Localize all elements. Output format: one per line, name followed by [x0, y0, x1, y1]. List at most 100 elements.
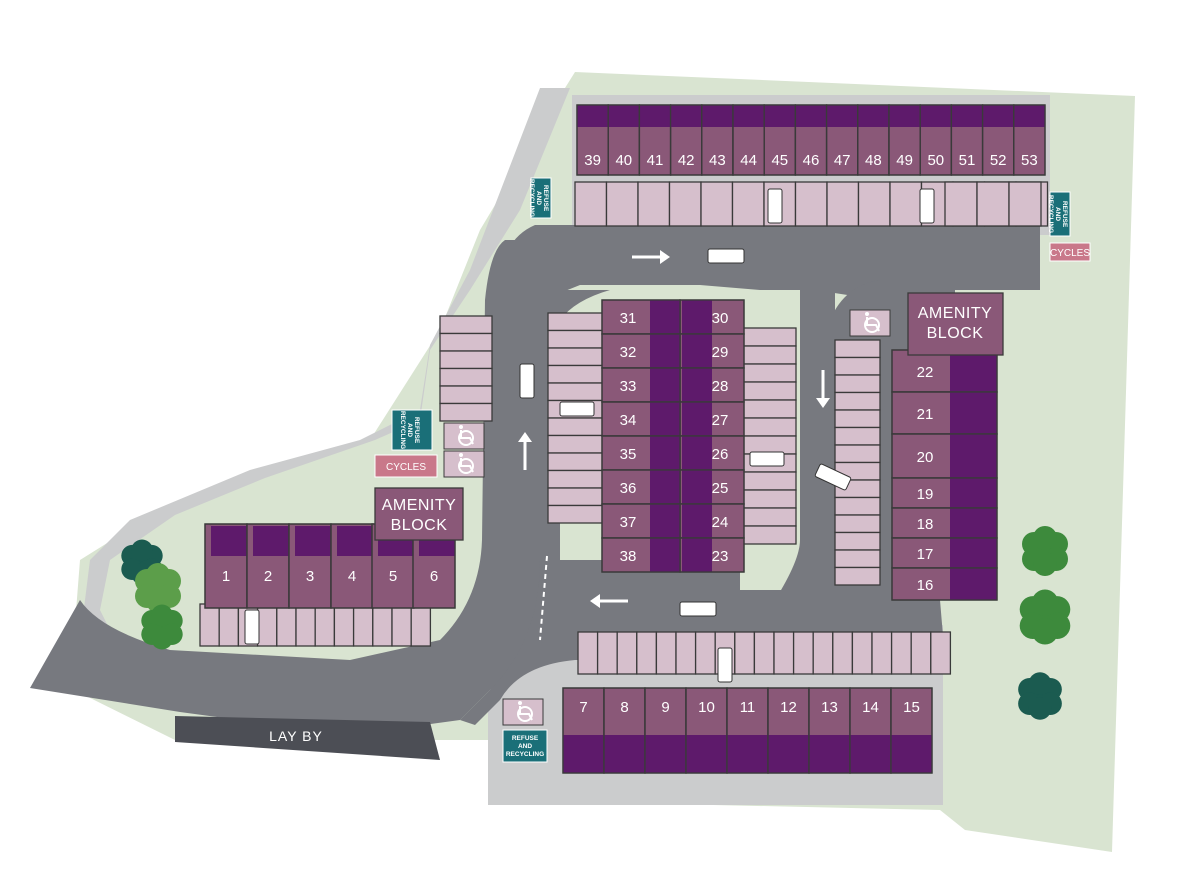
parking-bay [675, 631, 697, 675]
plot-label: 24 [712, 514, 729, 531]
plot-label: 48 [865, 152, 882, 169]
plot-51[interactable]: 51 [950, 104, 984, 176]
plot-2[interactable]: 2 [246, 523, 290, 609]
plot-label: 6 [430, 568, 438, 585]
plot-24[interactable]: 24 [679, 503, 745, 539]
plot-52[interactable]: 52 [981, 104, 1015, 176]
plot-label: 3 [306, 568, 314, 585]
plot-47[interactable]: 47 [825, 104, 859, 176]
plot-10[interactable]: 10 [685, 687, 728, 774]
plot-38[interactable]: 38 [601, 537, 681, 573]
plot-40[interactable]: 40 [607, 104, 641, 176]
plot-42[interactable]: 42 [669, 104, 703, 176]
pavement [80, 88, 570, 640]
plot-label: 15 [903, 699, 920, 716]
plot-28[interactable]: 28 [679, 367, 745, 403]
plot-21[interactable]: 21 [891, 391, 998, 435]
plot-label: 27 [712, 412, 729, 429]
accessible-bays [443, 309, 891, 726]
parked-car-icon [814, 463, 852, 491]
parked-car-icon [559, 401, 595, 417]
parking-bay [773, 631, 795, 675]
cycle-store: CYCLES [1049, 242, 1091, 262]
plot-1[interactable]: 1 [204, 523, 248, 609]
direction-arrow-icon [632, 250, 670, 264]
plot-25[interactable]: 25 [679, 469, 745, 505]
plot-39[interactable]: 39 [576, 104, 609, 176]
parking-bay [739, 327, 797, 347]
refuse-sign-text: REFUSE [512, 735, 539, 742]
plot-20[interactable]: 20 [891, 433, 998, 479]
plot-48[interactable]: 48 [857, 104, 890, 176]
parking-bay [832, 631, 854, 675]
parked-car-icon [679, 601, 717, 617]
parking-bay [547, 452, 605, 472]
plot-37[interactable]: 37 [601, 503, 681, 539]
plot-label: 12 [780, 699, 797, 716]
plot-27[interactable]: 27 [679, 401, 745, 437]
plot-label: 32 [620, 344, 637, 361]
road-west-loop [30, 240, 545, 735]
parking-bay [668, 181, 702, 227]
plot-label: 53 [1021, 152, 1038, 169]
plot-50[interactable]: 50 [919, 104, 953, 176]
plot-34[interactable]: 34 [601, 401, 681, 437]
parking-bay [596, 631, 618, 675]
plot-14[interactable]: 14 [849, 687, 892, 774]
plot-7[interactable]: 7 [562, 687, 605, 774]
parking-bay [574, 181, 608, 227]
plot-46[interactable]: 46 [794, 104, 828, 176]
parking-bay [871, 631, 893, 675]
parking-bay [547, 329, 605, 349]
plot-36[interactable]: 36 [601, 469, 681, 505]
plot-31[interactable]: 31 [601, 299, 681, 335]
plot-4[interactable]: 4 [330, 523, 374, 609]
parked-car-icon [919, 188, 935, 224]
plot-3[interactable]: 3 [288, 523, 332, 609]
plot-53[interactable]: 53 [1013, 104, 1046, 176]
plot-label: 17 [917, 546, 934, 563]
parking-bay [577, 631, 599, 675]
cycle-store-label: CYCLES [1050, 248, 1090, 259]
plot-44[interactable]: 44 [732, 104, 765, 176]
plot-19[interactable]: 19 [891, 477, 998, 509]
plot-9[interactable]: 9 [644, 687, 687, 774]
parking-bay [547, 417, 605, 437]
plot-26[interactable]: 26 [679, 435, 745, 471]
plot-15[interactable]: 15 [890, 687, 933, 774]
parking-bay [834, 566, 881, 586]
plot-11[interactable]: 11 [726, 687, 769, 774]
plot-23[interactable]: 23 [679, 537, 745, 573]
parking-bay [834, 444, 881, 464]
plot-16[interactable]: 16 [891, 567, 998, 601]
parking-bay [834, 339, 881, 359]
plot-17[interactable]: 17 [891, 537, 998, 569]
plot-22[interactable]: 22 [891, 349, 998, 393]
plot-label: 20 [917, 449, 934, 466]
plot-12[interactable]: 12 [767, 687, 810, 774]
plot-label: 18 [917, 516, 934, 533]
tree-icon [141, 604, 183, 650]
parking-bay [605, 181, 639, 227]
parking-bay [910, 631, 932, 675]
parking-bay [739, 525, 797, 545]
plot-49[interactable]: 49 [888, 104, 921, 176]
plot-41[interactable]: 41 [638, 104, 672, 176]
plot-label: 31 [620, 310, 637, 327]
plot-8[interactable]: 8 [603, 687, 646, 774]
plot-32[interactable]: 32 [601, 333, 681, 369]
plot-18[interactable]: 18 [891, 507, 998, 539]
parking-bay [547, 312, 605, 332]
plot-label: 49 [896, 152, 913, 169]
refuse-sign-text: REFUSE [1061, 201, 1068, 228]
plot-13[interactable]: 13 [808, 687, 851, 774]
plot-29[interactable]: 29 [679, 333, 745, 369]
parking-bay [739, 471, 797, 491]
plot-45[interactable]: 45 [763, 104, 797, 176]
amenity-block-label: BLOCK [927, 325, 984, 342]
parked-car-icon [767, 188, 783, 224]
plot-35[interactable]: 35 [601, 435, 681, 471]
plot-33[interactable]: 33 [601, 367, 681, 403]
plot-43[interactable]: 43 [701, 104, 734, 176]
plot-30[interactable]: 30 [679, 299, 745, 335]
